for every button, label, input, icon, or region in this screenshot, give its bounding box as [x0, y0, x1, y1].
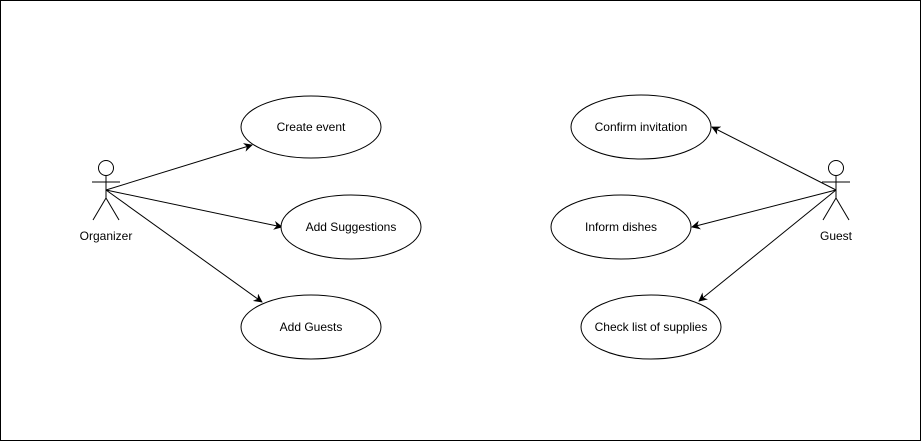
actor-organizer[interactable]: Organizer [80, 160, 133, 244]
actor-organizer-label: Organizer [80, 229, 133, 243]
arrow-guest-confirm-invitation [711, 126, 837, 191]
actor-guest[interactable]: Guest [820, 160, 853, 244]
actor-right-leg [105, 197, 120, 221]
use-case-ellipse [570, 94, 712, 160]
use-case-label: Check list of supplies [595, 320, 708, 334]
use-case-create-event[interactable]: Create event [240, 95, 382, 159]
use-case-ellipse [240, 95, 382, 159]
use-case-ellipse [580, 294, 722, 360]
use-case-ellipse [550, 194, 692, 260]
use-case-label: Add Guests [280, 320, 343, 334]
use-case-ellipse [240, 294, 382, 360]
arrow-guest-inform-dishes [691, 189, 837, 230]
use-case-confirm-invitation[interactable]: Confirm invitation [570, 94, 712, 160]
actor-left-leg [92, 197, 107, 221]
use-case-ellipse [280, 194, 422, 260]
actor-head [98, 160, 114, 176]
use-case-label: Confirm invitation [595, 120, 688, 134]
actor-left-leg [822, 197, 837, 221]
arrow-organizer-create-event [105, 143, 253, 191]
use-case-label: Add Suggestions [306, 220, 397, 234]
arrow-organizer-add-guests [105, 189, 263, 303]
actor-head [828, 160, 844, 176]
use-case-check-supplies[interactable]: Check list of supplies [580, 294, 722, 360]
use-case-label: Inform dishes [585, 220, 657, 234]
arrow-guest-check-supplies [698, 189, 837, 302]
use-case-label: Create event [277, 120, 346, 134]
actor-right-leg [835, 197, 850, 221]
use-case-inform-dishes[interactable]: Inform dishes [550, 194, 692, 260]
use-case-add-suggestions[interactable]: Add Suggestions [280, 194, 422, 260]
use-case-add-guests[interactable]: Add Guests [240, 294, 382, 360]
actor-guest-label: Guest [820, 229, 853, 243]
arrow-organizer-add-suggestions [105, 189, 283, 230]
